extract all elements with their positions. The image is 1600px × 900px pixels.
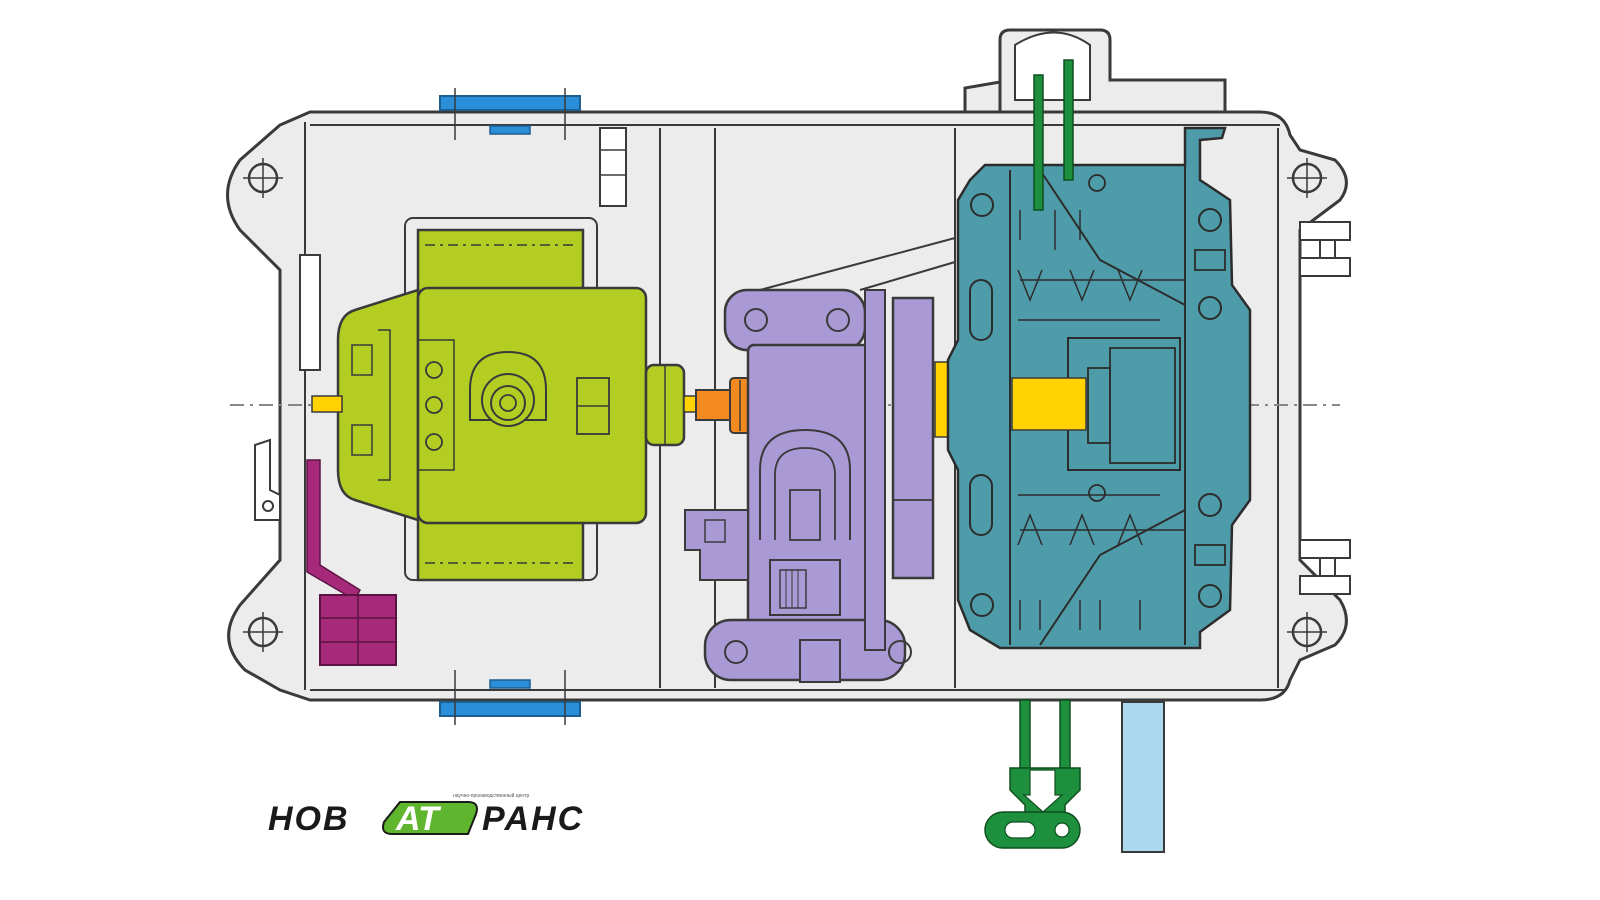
mount-hole — [1287, 612, 1327, 652]
housing-slot — [599, 127, 627, 207]
right-bracket-bottom — [1299, 539, 1351, 595]
logo-text-start: НОВ — [268, 800, 350, 838]
motor-cap — [469, 350, 547, 421]
motor-shaft-rear — [311, 395, 343, 413]
logo-text-end: РАНС — [482, 800, 584, 838]
terminal-clip — [254, 438, 281, 521]
gearbox — [946, 126, 1252, 650]
actuator-rod-top — [1014, 31, 1091, 211]
housing-rib — [759, 237, 956, 291]
company-logo: научно-производственный центр НОВ АТ РАН… — [268, 792, 584, 838]
electrical-connector — [306, 459, 397, 666]
housing-rib — [859, 261, 956, 291]
mount-strip-bottom — [439, 670, 581, 725]
mount-hole — [243, 158, 283, 198]
brake-disc — [891, 296, 935, 580]
electric-motor — [336, 217, 686, 582]
logo-tagline: научно-производственный центр — [453, 792, 529, 799]
actuator-rod-bottom — [984, 699, 1081, 849]
brake-unit — [684, 288, 935, 683]
mount-strip-top — [439, 88, 581, 140]
output-shaft — [1011, 377, 1087, 431]
right-bracket-top — [1299, 221, 1351, 277]
mount-hole — [1287, 158, 1327, 198]
housing-top-extension-left — [963, 80, 1002, 114]
terminal-hole — [262, 500, 274, 512]
motor-end-bell — [336, 288, 420, 522]
terminal-plate — [299, 254, 321, 371]
logo-text-highlight: АТ — [395, 800, 442, 838]
logo-highlight-badge — [382, 801, 478, 835]
mount-hole — [243, 612, 283, 652]
indicator-rod — [1121, 701, 1165, 853]
